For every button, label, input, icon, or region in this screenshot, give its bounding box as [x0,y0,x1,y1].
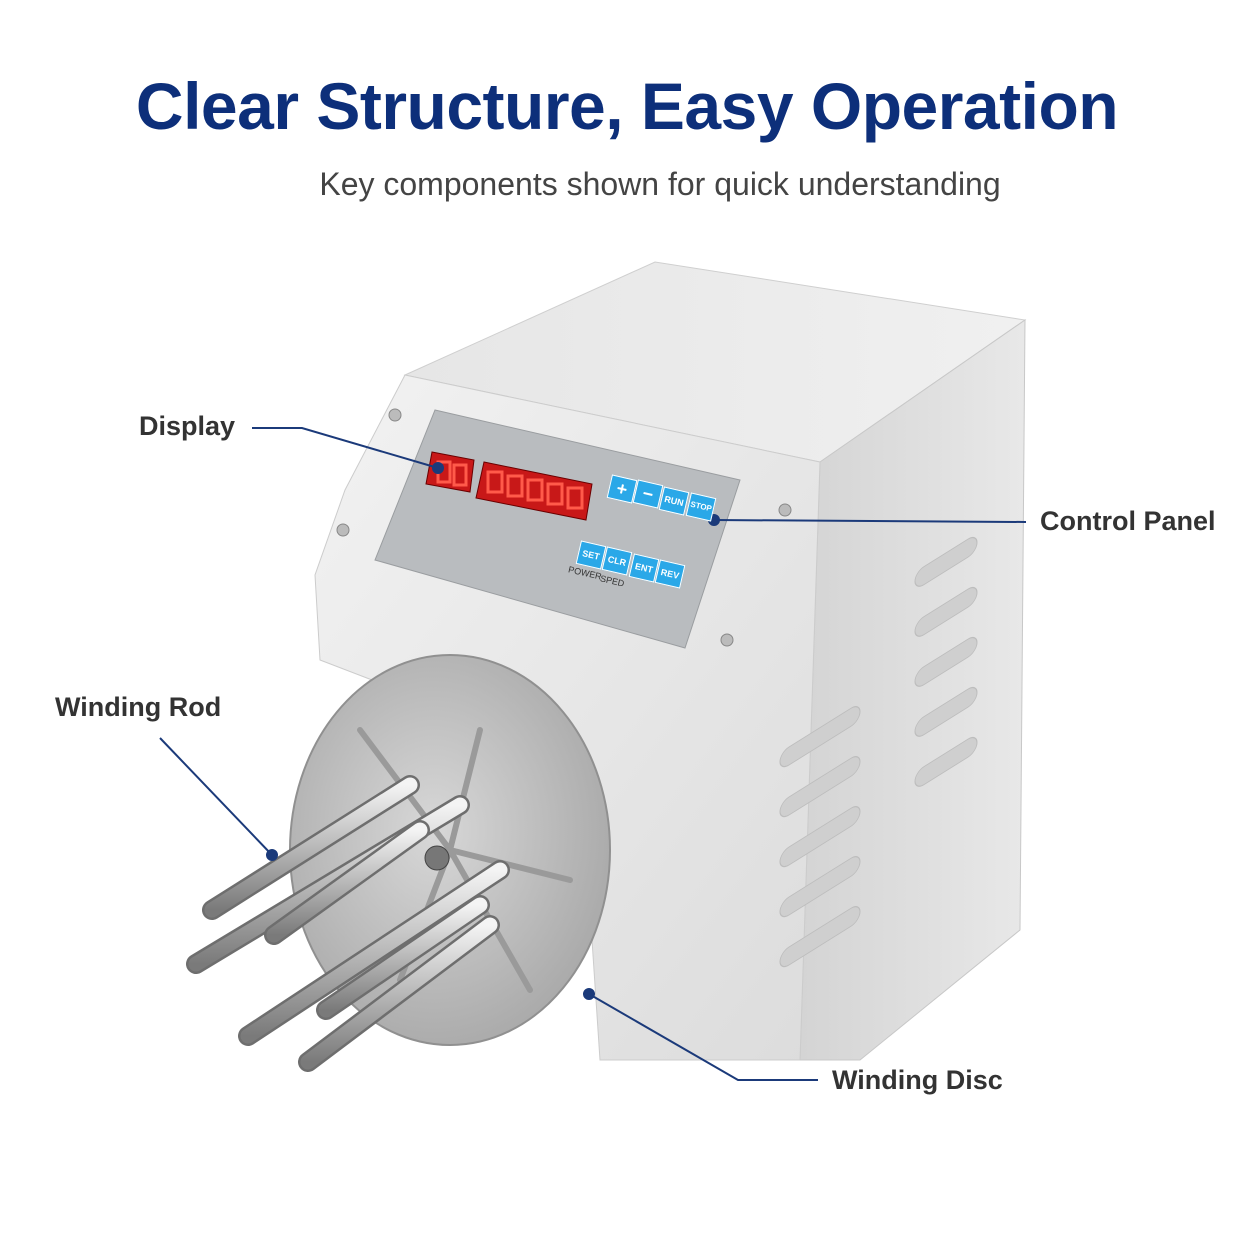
page-subtitle: Key components shown for quick understan… [319,166,1001,202]
winding-rod-callout-label: Winding Rod [55,692,222,722]
control-panel [374,409,741,649]
panel-screws [336,408,792,647]
led-digits [436,460,584,510]
winding-disc-callout-label: Winding Disc [832,1065,1003,1095]
winding-rods [186,775,510,1072]
winding-disc-leader-line [588,993,818,1081]
disc-hub [424,845,450,871]
display-leader-line [252,427,439,469]
side-vents [779,536,978,968]
control-panel-callout-label: Control Panel [1040,506,1216,536]
control-panel-leader-line [713,519,1027,523]
winding-rod-leader-line [159,737,273,856]
page-title: Clear Structure, Easy Operation [135,69,1119,143]
display-callout-label: Display [139,411,236,441]
